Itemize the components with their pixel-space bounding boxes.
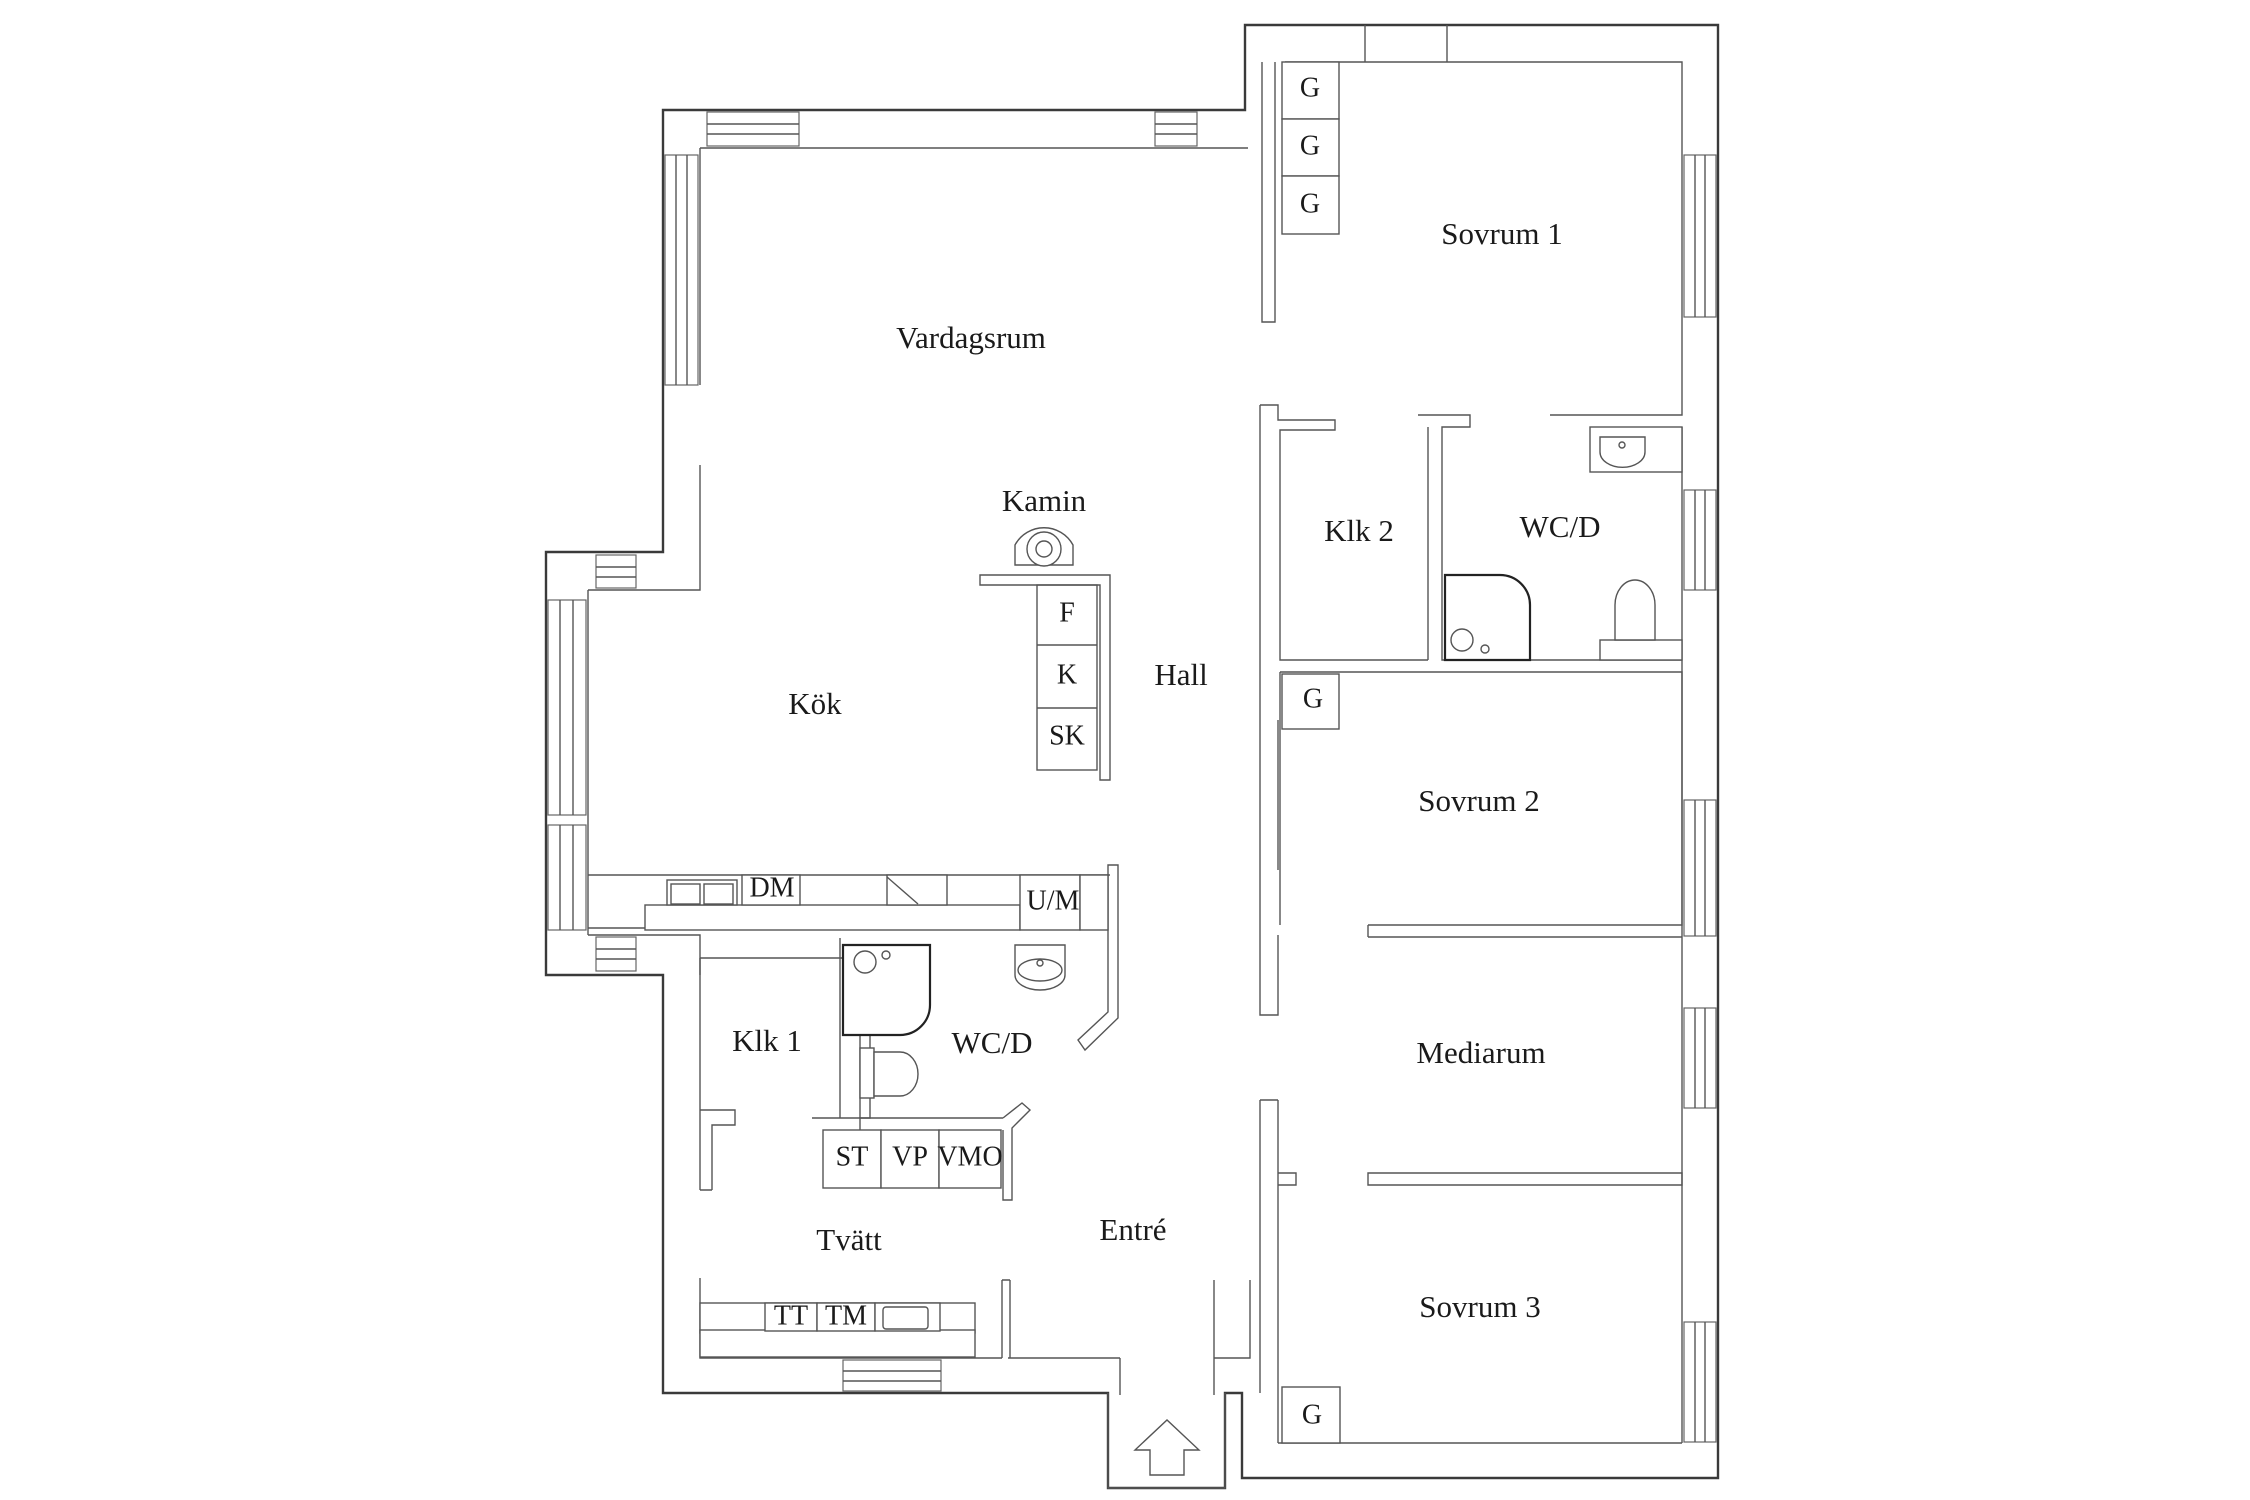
fireplace xyxy=(1014,527,1074,567)
window-top-mid xyxy=(1154,111,1198,147)
windows xyxy=(547,111,1717,1443)
window-living-left xyxy=(664,154,699,386)
label-klk1: Klk 1 xyxy=(732,1023,802,1058)
appliance-column xyxy=(1036,584,1098,771)
label-sovrum3: Sovrum 3 xyxy=(1419,1289,1540,1324)
label-fridge: F xyxy=(1059,597,1075,628)
label-dishwasher: DM xyxy=(749,872,794,903)
laundry-fixtures xyxy=(699,1129,1002,1358)
label-tumble-dryer: TT xyxy=(774,1300,808,1331)
label-sovrum1: Sovrum 1 xyxy=(1441,216,1562,251)
label-entre: Entré xyxy=(1099,1212,1166,1247)
label-wcd-upper: WC/D xyxy=(1520,509,1601,544)
window-kitchen-left-1 xyxy=(547,599,587,816)
dishwasher-unit xyxy=(741,874,801,906)
label-tvatt: Tvätt xyxy=(816,1222,882,1257)
window-bedroom3 xyxy=(1683,1321,1717,1443)
appliance-labels: G G G G G F K SK DM U/M ST VP VMO TT TM xyxy=(749,72,1323,1430)
label-g-4: G xyxy=(1303,683,1323,714)
label-mediarum: Mediarum xyxy=(1416,1035,1545,1070)
label-kok: Kök xyxy=(788,686,842,721)
stove xyxy=(886,874,948,906)
window-laundry-bottom xyxy=(842,1359,942,1392)
window-bedroom1 xyxy=(1683,154,1717,318)
kitchen-column xyxy=(1079,874,1109,931)
label-cooler: K xyxy=(1057,659,1077,690)
label-water-heater: VP xyxy=(892,1141,928,1172)
label-g-2: G xyxy=(1300,130,1320,161)
window-kitchen-top xyxy=(595,554,637,589)
wardrobes xyxy=(1281,61,1341,1444)
label-vardagsrum: Vardagsrum xyxy=(896,320,1046,355)
upper-bathroom xyxy=(1443,426,1683,662)
entrance xyxy=(1107,1393,1226,1489)
window-mediarum xyxy=(1683,1007,1717,1109)
window-bedroom2 xyxy=(1683,799,1717,937)
kitchen-counter-front xyxy=(644,904,1021,931)
label-drying-cabinet: ST xyxy=(836,1141,869,1172)
window-kitchen-left-2 xyxy=(547,824,587,931)
label-sovrum2: Sovrum 2 xyxy=(1418,783,1539,818)
label-g-1: G xyxy=(1300,72,1320,103)
arrow-up-icon xyxy=(1133,1419,1201,1476)
window-kitchen-bottom xyxy=(595,936,637,972)
label-freezer: SK xyxy=(1049,720,1085,751)
label-klk2: Klk 2 xyxy=(1324,513,1394,548)
label-g-5: G xyxy=(1302,1399,1322,1430)
laundry-counter-front xyxy=(699,1329,976,1358)
label-g-3: G xyxy=(1300,188,1320,219)
room-labels: Vardagsrum Kamin Kök Hall Sovrum 1 Klk 2… xyxy=(732,216,1600,1324)
label-washing-machine: TM xyxy=(825,1300,867,1331)
window-top-left xyxy=(706,111,800,147)
kitchen xyxy=(588,574,1111,931)
label-kamin: Kamin xyxy=(1002,483,1087,518)
label-hall: Hall xyxy=(1154,657,1207,692)
label-ventilation: VMO xyxy=(937,1141,1002,1172)
lower-bathroom xyxy=(841,943,1066,1099)
label-oven-micro: U/M xyxy=(1027,885,1080,916)
laundry-sink xyxy=(882,1306,929,1330)
window-wc-upper xyxy=(1683,489,1717,591)
oven-micro-unit xyxy=(1019,874,1081,931)
label-wcd-lower: WC/D xyxy=(952,1025,1033,1060)
